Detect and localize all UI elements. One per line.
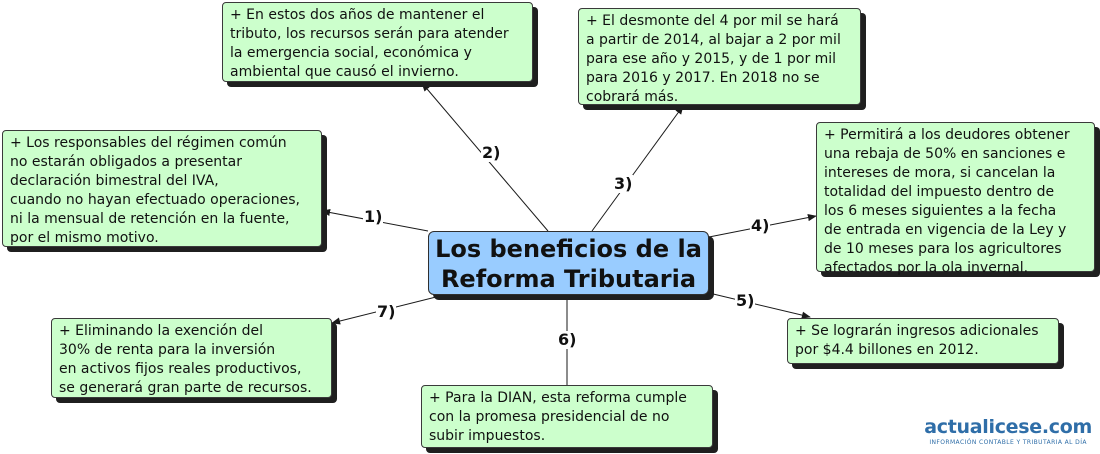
logo-name: actualicese.com [924, 416, 1092, 438]
branch-node-4: + Permitirá a los deudores obtener una r… [816, 122, 1095, 276]
logo-tagline: INFORMACIÓN CONTABLE Y TRIBUTARIA AL DÍA [929, 439, 1087, 446]
branch-node-7: + Eliminando la exención del 30% de rent… [51, 318, 332, 398]
arrow-5 [708, 292, 811, 319]
branch-node-1: + Los responsables del régimen común no … [2, 130, 322, 247]
branch-node-3: + El desmonte del 4 por mil se hará a pa… [578, 8, 861, 105]
actualicese-logo: actualicese.com INFORMACIÓN CONTABLE Y T… [924, 416, 1092, 446]
branch-number-1: 1) [363, 207, 384, 226]
branch-node-2: + En estos dos años de mantener el tribu… [222, 2, 533, 82]
branch-number-3: 3) [613, 174, 634, 193]
arrow-3 [591, 105, 684, 232]
branch-number-5: 5) [735, 291, 756, 310]
central-topic: Los beneficios de la Reforma Tributaria [428, 231, 709, 295]
branch-number-4: 4) [750, 216, 771, 235]
branch-node-5: + Se lograrán ingresos adicionales por $… [787, 318, 1059, 364]
branch-number-2: 2) [481, 143, 502, 162]
branch-number-7: 7) [376, 302, 397, 321]
branch-number-6: 6) [557, 330, 578, 349]
central-topic-title: Los beneficios de la Reforma Tributaria [435, 235, 702, 293]
branch-node-6: + Para la DIAN, esta reforma cumple con … [421, 385, 713, 448]
